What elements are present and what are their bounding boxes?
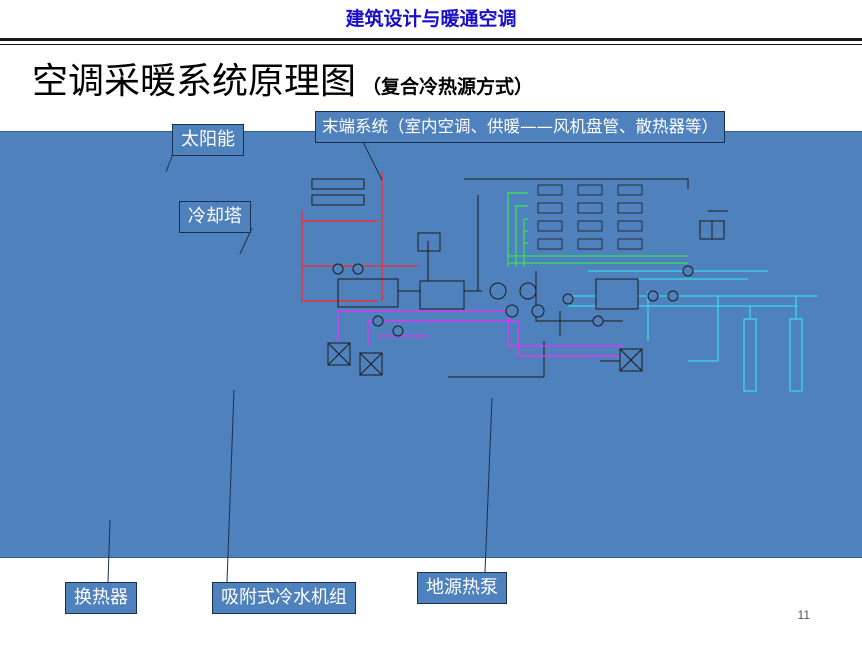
- callout-terminal-system: 末端系统（室内空调、供暖——风机盘管、散热器等）: [315, 111, 725, 143]
- slide-title-subtitle: （复合冷热源方式）: [362, 76, 534, 98]
- green-pipes: [507, 192, 688, 266]
- callout-cooling-tower: 冷却塔: [179, 201, 251, 233]
- hvac-schematic-diagram: [301, 171, 818, 392]
- page-number: 11: [797, 608, 810, 622]
- header-title: 建筑设计与暖通空调: [345, 8, 517, 30]
- slide-title: 空调采暖系统原理图（复合冷热源方式）: [32, 52, 533, 104]
- solar-collectors: [311, 178, 365, 206]
- header-rule-thin: [0, 44, 862, 45]
- heat-exchangers: [327, 342, 643, 376]
- magenta-pipes: [337, 310, 623, 357]
- header-rule-thick: [0, 38, 862, 41]
- callout-solar: 太阳能: [172, 124, 244, 156]
- callout-absorption-chiller: 吸附式冷水机组: [212, 582, 356, 614]
- callout-ground-source-heat-pump: 地源热泵: [417, 572, 507, 604]
- slide-title-main: 空调采暖系统原理图: [32, 61, 357, 102]
- fan-coil-units: [537, 184, 643, 250]
- callout-heat-exchanger: 换热器: [65, 582, 137, 614]
- pumps: [332, 263, 694, 337]
- heat-pump-unit: [595, 278, 639, 310]
